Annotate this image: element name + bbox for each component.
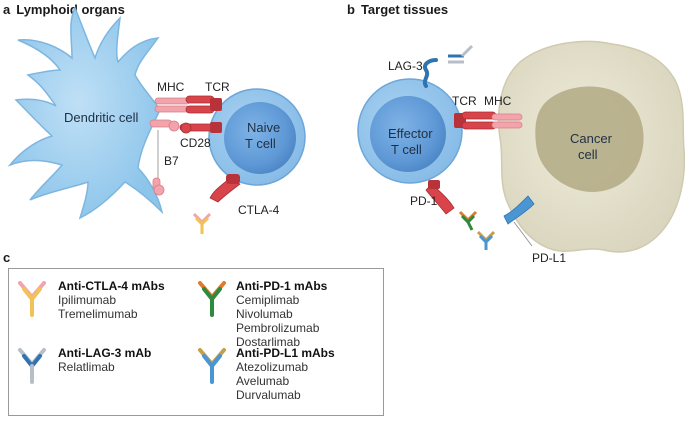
ctla4-label: CTLA-4 — [238, 203, 280, 217]
panel-c-label: c — [3, 250, 10, 265]
cancer-cell-label-2: cell — [578, 147, 598, 162]
tcr-mhc-pair-b — [454, 111, 523, 130]
effector-t-cell-nucleus — [370, 96, 446, 172]
naive-t-cell-label-1: Naive — [247, 120, 280, 135]
anti-lag3-title: Anti-LAG-3 mAb — [58, 346, 152, 360]
dendritic-cell-label: Dendritic cell — [64, 110, 139, 125]
tremelimumab: Tremelimumab — [58, 307, 138, 321]
avelumab: Avelumab — [236, 374, 290, 388]
effector-t-cell-label-1: Effector — [388, 126, 433, 141]
lag3-label: LAG-3 — [388, 59, 423, 73]
anti-pd1-title: Anti-PD-1 mAbs — [236, 279, 328, 293]
cd28-label: CD28 — [180, 136, 211, 150]
tcr-label-b: TCR — [452, 94, 477, 108]
relatlimab: Relatlimab — [58, 360, 115, 374]
anti-pdl1-legend-icon — [198, 348, 226, 384]
naive-t-cell-nucleus — [224, 102, 296, 174]
anti-lag3-legend-icon — [18, 348, 46, 384]
anti-ctla4-legend-icon — [18, 281, 46, 317]
pd1-receptor — [425, 180, 455, 215]
anti-pd1-legend-icon — [198, 281, 226, 317]
dostarlimab: Dostarlimab — [236, 335, 301, 349]
nivolumab: Nivolumab — [236, 307, 293, 321]
antibody-legend — [8, 268, 384, 416]
b7-cd28-pair — [149, 119, 222, 134]
cemiplimab: Cemiplimab — [236, 293, 300, 307]
b7-label: B7 — [164, 154, 179, 168]
mhc-label-a: MHC — [157, 80, 185, 94]
anti-lag3-antibody-icon — [448, 44, 474, 64]
cancer-cell-nucleus — [535, 86, 644, 192]
anti-ctla4-title: Anti-CTLA-4 mAbs — [58, 279, 165, 293]
atezolizumab: Atezolizumab — [236, 360, 309, 374]
anti-pd1-antibody-icon — [458, 210, 478, 231]
b7-ligand-free — [152, 130, 165, 196]
durvalumab: Durvalumab — [236, 388, 301, 402]
anti-ctla4-antibody-icon — [192, 212, 212, 234]
pdl1-ligand — [503, 195, 535, 247]
pd1-label: PD-1 — [410, 194, 438, 208]
lag3-receptor — [422, 58, 438, 88]
tcr-label-a: TCR — [205, 80, 230, 94]
pdl1-label: PD-L1 — [532, 251, 566, 265]
naive-t-cell-label-2: T cell — [245, 136, 276, 151]
cancer-cell-label-1: Cancer — [570, 131, 613, 146]
ipilimumab: Ipilimumab — [58, 293, 117, 307]
anti-pdl1-antibody-icon — [476, 230, 496, 250]
pembrolizumab: Pembrolizumab — [236, 321, 320, 335]
anti-pdl1-title: Anti-PD-L1 mAbs — [236, 346, 335, 360]
mhc-label-b: MHC — [484, 94, 512, 108]
effector-t-cell-label-2: T cell — [391, 142, 422, 157]
dendritic-cell — [7, 6, 164, 220]
ctla4-receptor — [209, 174, 241, 203]
mhc-tcr-pair-a — [154, 95, 222, 114]
